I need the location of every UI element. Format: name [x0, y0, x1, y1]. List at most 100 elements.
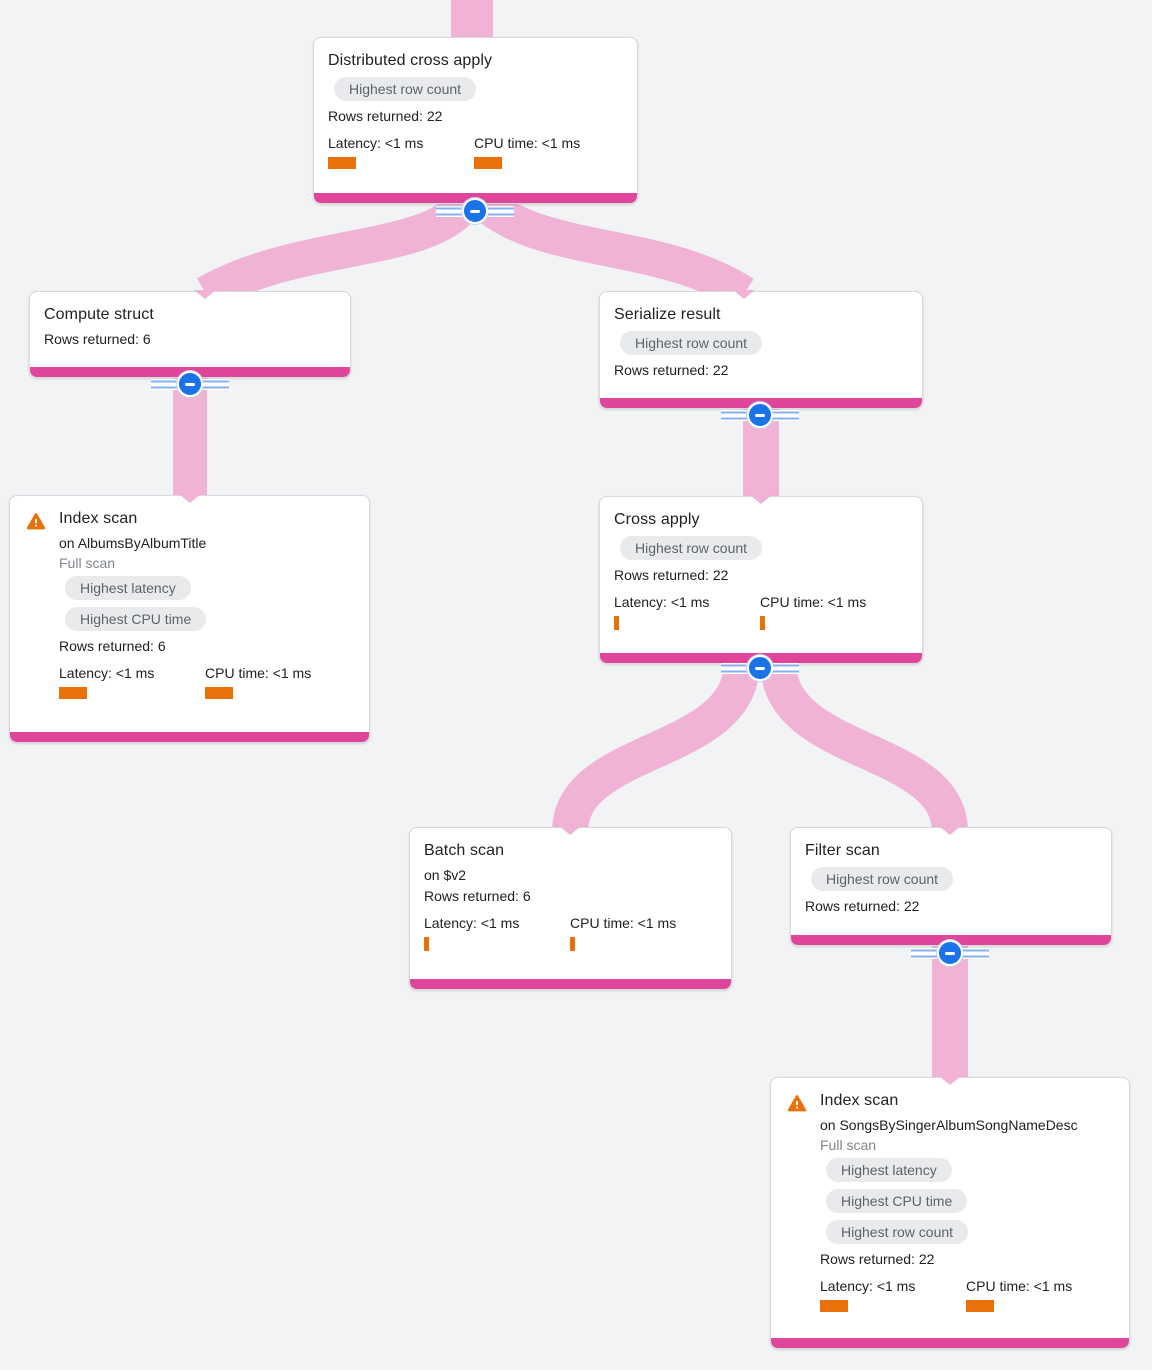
- metric-bar: [760, 616, 765, 630]
- collapse-minus-icon: [462, 198, 488, 224]
- metric-label: CPU time: <1 ms: [205, 665, 312, 681]
- node-title: Serialize result: [614, 306, 721, 323]
- edge-distributed-cross-apply-to-compute-struct: [197, 190, 481, 310]
- rows-returned-label: Rows returned: 22: [614, 567, 729, 583]
- collapse-wing-left: [151, 378, 177, 390]
- metric-bar: [570, 937, 575, 951]
- collapse-wing-right: [203, 378, 229, 390]
- minus-glyph: [755, 666, 765, 670]
- edge-distributed-cross-apply-to-serialize-result: [471, 188, 754, 310]
- collapse-node-button-cross-apply[interactable]: [721, 655, 799, 681]
- collapse-node-button-serialize-result[interactable]: [721, 402, 799, 428]
- edge-cross-apply-to-batch-scan: [552, 660, 760, 834]
- metric-bar: [820, 1300, 848, 1312]
- metric-bar: [59, 687, 87, 699]
- rows-returned-label: Rows returned: 22: [328, 108, 443, 124]
- collapse-node-button-distributed-cross-apply[interactable]: [436, 198, 514, 224]
- rows-returned-label: Rows returned: 6: [424, 888, 531, 904]
- collapse-wing-left: [721, 662, 747, 674]
- rows-returned-label: Rows returned: 22: [805, 898, 920, 914]
- node-title: Batch scan: [424, 842, 505, 859]
- edge-filter-scan-to-index-scan-songs: [932, 945, 968, 1087]
- node-badge: Highest row count: [334, 77, 477, 101]
- metric-label: CPU time: <1 ms: [570, 915, 677, 931]
- metric-label: Latency: <1 ms: [59, 665, 155, 681]
- metric-label: Latency: <1 ms: [328, 135, 424, 151]
- node-metrics-row: Latency: <1 ms CPU time: <1 ms: [424, 915, 676, 951]
- node-badge: Highest latency: [826, 1158, 952, 1182]
- metric-label: Latency: <1 ms: [614, 594, 710, 610]
- metric: Latency: <1 ms: [424, 915, 570, 951]
- node-badge: Highest row count: [620, 536, 763, 560]
- node-metrics-row: Latency: <1 ms CPU time: <1 ms: [59, 665, 311, 699]
- collapse-node-button-filter-scan[interactable]: [911, 940, 989, 966]
- metric: CPU time: <1 ms: [570, 915, 676, 951]
- node-badge: Highest row count: [620, 331, 763, 355]
- node-subtitle: on SongsBySingerAlbumSongNameDesc: [820, 1117, 1078, 1133]
- metric-label: CPU time: <1 ms: [760, 594, 867, 610]
- collapse-minus-icon: [747, 655, 773, 681]
- rows-returned-label: Rows returned: 6: [59, 638, 166, 654]
- node-subtitle: on $v2: [424, 867, 467, 883]
- node-metrics-row: Latency: <1 ms CPU time: <1 ms: [820, 1278, 1072, 1312]
- collapse-minus-icon: [937, 940, 963, 966]
- rows-returned-label: Rows returned: 22: [614, 362, 729, 378]
- warning-icon: [26, 511, 46, 531]
- metric-label: CPU time: <1 ms: [474, 135, 581, 151]
- collapse-wing-left: [721, 409, 747, 421]
- collapse-wing-right: [773, 409, 799, 421]
- node-subtitle: on AlbumsByAlbumTitle: [59, 535, 207, 551]
- metric: CPU time: <1 ms: [205, 665, 311, 699]
- rows-returned-label: Rows returned: 22: [820, 1251, 935, 1267]
- node-badge: Highest row count: [811, 867, 954, 891]
- minus-glyph: [755, 413, 765, 417]
- minus-glyph: [945, 951, 955, 955]
- rows-returned-label: Rows returned: 6: [44, 331, 151, 347]
- node-metrics-row: Latency: <1 ms CPU time: <1 ms: [328, 135, 580, 169]
- metric: CPU time: <1 ms: [966, 1278, 1072, 1312]
- metric-bar: [424, 937, 429, 951]
- plan-node-index-scan-songs[interactable]: Index scan on SongsBySingerAlbumSongNameD…: [770, 1077, 1130, 1349]
- metric-bar: [614, 616, 619, 630]
- metric-label: Latency: <1 ms: [820, 1278, 916, 1294]
- node-badge: Highest CPU time: [826, 1189, 968, 1213]
- minus-glyph: [470, 209, 480, 213]
- metric-label: Latency: <1 ms: [424, 915, 520, 931]
- node-accent-bar: [10, 732, 369, 742]
- node-full-scan-note: Full scan: [820, 1137, 877, 1153]
- collapse-wing-right: [488, 205, 514, 217]
- node-badge: Highest latency: [65, 576, 191, 600]
- node-title: Distributed cross apply: [328, 52, 493, 69]
- collapse-minus-icon: [177, 371, 203, 397]
- collapse-node-button-compute-struct[interactable]: [151, 371, 229, 397]
- collapse-wing-right: [773, 662, 799, 674]
- node-accent-bar: [410, 979, 731, 989]
- minus-glyph: [185, 382, 195, 386]
- metric-label: CPU time: <1 ms: [966, 1278, 1073, 1294]
- collapse-wing-right: [963, 947, 989, 959]
- node-accent-bar: [771, 1338, 1129, 1348]
- warning-icon: [787, 1093, 807, 1113]
- metric-bar: [966, 1300, 994, 1312]
- collapse-minus-icon: [747, 402, 773, 428]
- node-title: Cross apply: [614, 511, 700, 528]
- metric-bar: [328, 157, 356, 169]
- metric: CPU time: <1 ms: [474, 135, 580, 169]
- node-title: Compute struct: [44, 306, 154, 323]
- node-body: Index scan on SongsBySingerAlbumSongNameD…: [820, 1091, 1115, 1312]
- node-title: Index scan: [820, 1092, 899, 1109]
